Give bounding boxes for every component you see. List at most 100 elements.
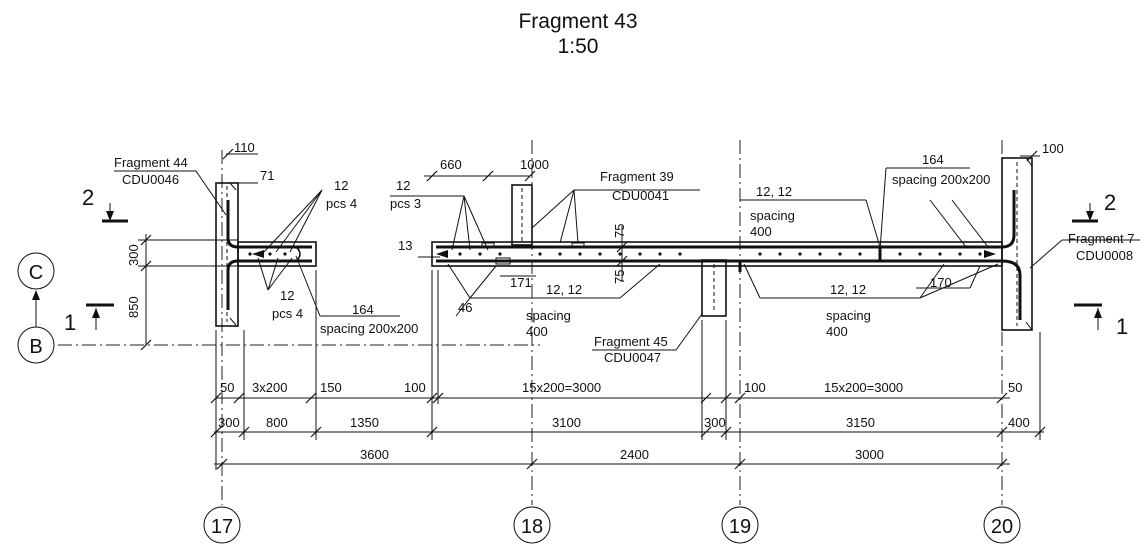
rebar-main-bottom bbox=[436, 259, 1022, 320]
grid-bubble-b: B bbox=[17, 326, 55, 364]
dim-15x200-b: 15x200=3000 bbox=[824, 380, 903, 395]
label-pcs4-b: pcs 4 bbox=[272, 306, 303, 321]
callout-fragment-39-line2: CDU0041 bbox=[612, 188, 669, 203]
grid-bubble-19-label: 19 bbox=[729, 516, 751, 538]
label-12-c: 12 bbox=[396, 178, 410, 193]
grid-bubble-17-label: 17 bbox=[211, 516, 233, 538]
label-660: 660 bbox=[440, 157, 462, 172]
rebar-left-top bbox=[226, 200, 312, 249]
grid-link-arrow bbox=[32, 290, 40, 327]
callout-fragment-44-line2: CDU0046 bbox=[122, 172, 179, 187]
dim-50-a: 50 bbox=[220, 380, 234, 395]
grid-bubble-20-label: 20 bbox=[991, 516, 1013, 538]
callout-fragment-44: Fragment 44 CDU0046 bbox=[114, 155, 188, 187]
callout-fragment-7-line1: Fragment 7 bbox=[1068, 231, 1134, 246]
callout-fragment-44-line1: Fragment 44 bbox=[114, 155, 188, 170]
label-400-c: 400 bbox=[826, 324, 848, 339]
section-mark-1-left-label: 1 bbox=[64, 310, 76, 335]
label-171: 171 bbox=[510, 275, 532, 290]
callout-fragment-39: Fragment 39 CDU0041 bbox=[600, 169, 674, 203]
title-line1: Fragment 43 bbox=[518, 10, 637, 33]
label-75-b: 75 bbox=[612, 270, 627, 284]
label-spacing-b: spacing bbox=[750, 208, 795, 223]
dim-3100: 3100 bbox=[552, 415, 581, 430]
label-1212-b: 12, 12 bbox=[756, 184, 792, 199]
label-164-b: 164 bbox=[922, 152, 944, 167]
dim-100-b: 100 bbox=[744, 380, 766, 395]
label-400-b: 400 bbox=[750, 224, 772, 239]
rebar-labels: 110 71 12 pcs 4 12 pcs 4 164 spacing 200… bbox=[126, 140, 1064, 339]
dim-3600: 3600 bbox=[360, 447, 389, 462]
label-46: 46 bbox=[458, 300, 472, 315]
dimension-row-3-labels: 3600 2400 3000 bbox=[360, 447, 884, 462]
dim-800: 800 bbox=[266, 415, 288, 430]
section-mark-1-right-label: 1 bbox=[1116, 314, 1128, 339]
label-110: 110 bbox=[234, 140, 255, 155]
grid-bubble-19: 19 bbox=[721, 506, 759, 544]
callout-fragment-45-line2: CDU0047 bbox=[604, 350, 661, 365]
coupler-marks bbox=[481, 242, 585, 265]
grid-bubble-c-label: C bbox=[29, 262, 43, 284]
dim-1350: 1350 bbox=[350, 415, 379, 430]
label-spacing-a: spacing bbox=[526, 308, 571, 323]
grid-bubble-18: 18 bbox=[513, 506, 551, 544]
dimension-row-1-labels: 50 3x200 150 100 15x200=3000 100 15x200=… bbox=[220, 380, 1022, 395]
wall-column-18 bbox=[511, 184, 533, 246]
rebar-dots bbox=[248, 252, 982, 256]
dim-15x200-a: 15x200=3000 bbox=[522, 380, 601, 395]
section-mark-2-left: 2 bbox=[82, 185, 128, 223]
dim-3000: 3000 bbox=[855, 447, 884, 462]
label-12-b: 12 bbox=[280, 288, 294, 303]
label-164-a: 164 bbox=[352, 302, 374, 317]
dimension-row-2-labels: 300 800 1350 3100 300 3150 400 bbox=[218, 415, 1030, 430]
label-spacing200-a: spacing 200x200 bbox=[320, 321, 418, 336]
section-mark-1-right: 1 bbox=[1074, 303, 1128, 339]
section-mark-2-right-label: 2 bbox=[1104, 190, 1116, 215]
label-1000: 1000 bbox=[520, 157, 549, 172]
dim-150: 150 bbox=[320, 380, 342, 395]
downstand-beam bbox=[701, 259, 727, 317]
dim-3x200: 3x200 bbox=[252, 380, 287, 395]
rebar-main-top bbox=[436, 190, 1016, 262]
local-dimensions bbox=[138, 148, 1040, 351]
callout-fragment-45-line1: Fragment 45 bbox=[594, 334, 668, 349]
dimension-row-3 bbox=[214, 458, 1010, 470]
dim-50-b: 50 bbox=[1008, 380, 1022, 395]
label-pcs4-a: pcs 4 bbox=[326, 196, 357, 211]
dimension-extensions bbox=[215, 270, 1041, 470]
callout-fragment-7: Fragment 7 CDU0008 bbox=[1068, 231, 1134, 263]
grid-bubble-20: 20 bbox=[983, 506, 1021, 544]
label-12-a: 12 bbox=[334, 178, 348, 193]
label-400-a: 400 bbox=[526, 324, 548, 339]
label-pcs3: pcs 3 bbox=[390, 196, 421, 211]
label-1212-c: 12, 12 bbox=[830, 282, 866, 297]
label-71: 71 bbox=[260, 168, 274, 183]
callout-fragment-45: Fragment 45 CDU0047 bbox=[594, 334, 668, 365]
grid-bubble-c: C bbox=[17, 252, 55, 290]
slab-main bbox=[431, 241, 1003, 267]
label-100-top: 100 bbox=[1042, 141, 1064, 156]
label-spacing200-b: spacing 200x200 bbox=[892, 172, 990, 187]
dim-2400: 2400 bbox=[620, 447, 649, 462]
section-mark-2-left-label: 2 bbox=[82, 185, 94, 210]
title-line2: 1:50 bbox=[558, 35, 599, 58]
dim-400: 400 bbox=[1008, 415, 1030, 430]
rebar-left-bottom bbox=[226, 246, 312, 310]
grid-bubble-b-label: B bbox=[29, 336, 42, 358]
label-850-vertical: 850 bbox=[126, 296, 141, 318]
rebar-end-arrow-left bbox=[252, 250, 996, 258]
grid-bubble-17: 17 bbox=[203, 506, 241, 544]
label-75-a: 75 bbox=[612, 224, 627, 238]
slab-left bbox=[237, 241, 317, 267]
label-13: 13 bbox=[398, 238, 412, 253]
label-170: 170 bbox=[930, 275, 952, 290]
label-1212-a: 12, 12 bbox=[546, 282, 582, 297]
dimension-row-2 bbox=[210, 426, 1046, 438]
dim-3150: 3150 bbox=[846, 415, 875, 430]
label-spacing-c: spacing bbox=[826, 308, 871, 323]
callout-fragment-39-line1: Fragment 39 bbox=[600, 169, 674, 184]
dim-100-a: 100 bbox=[404, 380, 426, 395]
dim-300-a: 300 bbox=[218, 415, 240, 430]
wall-right bbox=[1001, 157, 1033, 331]
